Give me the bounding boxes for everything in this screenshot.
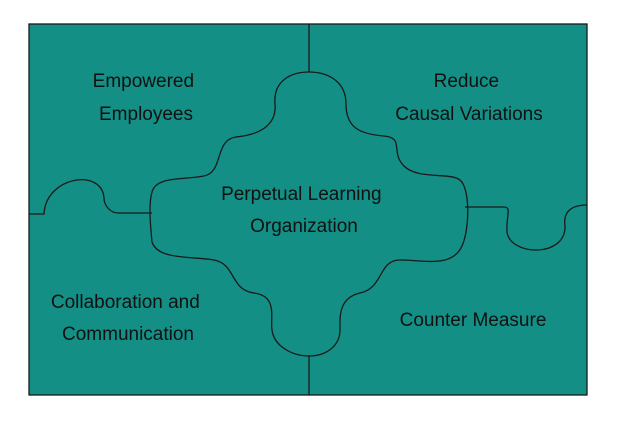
- seam-left: [29, 179, 152, 215]
- label-top-left-line2: Employees: [99, 104, 193, 125]
- label-top-right-line2: Causal Variations: [395, 104, 543, 125]
- label-bottom-left-line1: Collaboration and: [51, 292, 200, 313]
- center-piece-outline: [149, 71, 469, 357]
- label-bottom-left-line2: Communication: [62, 324, 194, 345]
- seam-right: [465, 204, 588, 251]
- label-center-line2: Organization: [250, 216, 358, 237]
- label-center: Perpetual Learning Organization: [221, 184, 387, 237]
- label-bottom-left: Collaboration and Communication: [51, 292, 205, 345]
- puzzle-frame: [28, 23, 588, 396]
- puzzle-cut-lines: [29, 24, 588, 395]
- label-center-line1: Perpetual Learning: [221, 184, 382, 205]
- label-top-right: Reduce Causal Variations: [395, 71, 543, 125]
- label-bottom-right: Counter Measure: [400, 310, 547, 331]
- label-top-left: Empowered Employees: [93, 71, 200, 125]
- label-top-right-line1: Reduce: [434, 71, 500, 92]
- label-top-left-line1: Empowered: [93, 71, 194, 92]
- label-bottom-right-line1: Counter Measure: [400, 310, 547, 331]
